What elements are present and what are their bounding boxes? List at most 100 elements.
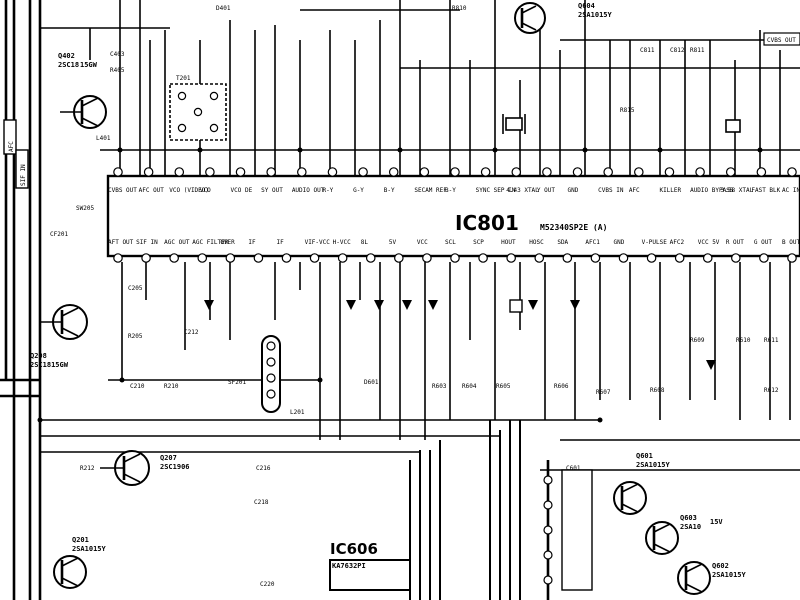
ic801-top-pin-label: VCO (VIDEO)	[169, 187, 209, 194]
r810-ref: R810	[452, 5, 467, 12]
ic801-bottom-pin-label: B OUT	[782, 239, 800, 246]
transistor-q208: Q208 2SC1815GW	[30, 304, 88, 369]
ic801-top-pin	[235, 167, 246, 177]
ic801-top-pin-label: 4.43 XTAL	[506, 187, 539, 194]
ic801-top-pin	[480, 167, 491, 177]
component-labels: C403 R405 D401 R810 C811 C812 R811 R815 …	[50, 5, 779, 588]
ic801-bottom-pin-label: GND	[614, 239, 625, 246]
ic801-top-pin	[358, 167, 368, 177]
ic801-top-pin-label: CVBS IN	[598, 187, 624, 194]
ic801-top-pin	[327, 167, 338, 177]
ic801-top-pin-label: AUDIO BYPASS	[690, 187, 734, 194]
q603-ref: Q603	[680, 514, 697, 522]
c216-ref: C216	[256, 465, 271, 472]
ic801-bottom-pin	[562, 253, 573, 263]
q208-ref: Q208	[30, 352, 47, 360]
ic801-bottom-pin-label: IF	[248, 239, 256, 246]
ic801-bottom-pin-label: HOSC	[529, 239, 544, 246]
ic801-top-pin-label: VCO	[200, 187, 211, 194]
ic801-bottom-pin-label: G OUT	[754, 239, 772, 246]
ic606-name: IC606	[330, 540, 378, 558]
sw205-ref: SW205	[76, 205, 94, 212]
r611-ref: R611	[764, 337, 779, 344]
ic801-top-pin-label: 3.58 XTAL	[721, 187, 754, 194]
r607-ref: R607	[596, 389, 611, 396]
c212-ref: C212	[184, 329, 199, 336]
r205-ref: R205	[128, 333, 143, 340]
ic801-top-pin-label: KILLER	[659, 187, 681, 194]
cvbs-out-label: CVBS OUT	[767, 37, 796, 44]
side-label-sif: SIF IN	[20, 164, 27, 186]
ic801-top-pin	[419, 167, 430, 177]
q208-type: 2SC1815GW	[30, 361, 69, 369]
r610-ref: R610	[736, 337, 751, 344]
transistor-q207: Q207 2SC1906	[100, 450, 190, 486]
ic801-top-pin	[174, 167, 185, 177]
ic801-bottom-pin-label: 5V	[389, 239, 397, 246]
ic801-top-pin-label: VCO DE	[231, 187, 253, 194]
ic801-top-pin	[725, 167, 736, 177]
c210-ref: C210	[130, 383, 145, 390]
transistor-q201: Q201 2SA1015Y	[53, 536, 107, 589]
ic801-bottom-pin-label: SCL	[445, 239, 456, 246]
l201-ref: L201	[290, 409, 305, 416]
ic801-top-pin	[388, 167, 399, 177]
r609-ref: R609	[690, 337, 705, 344]
ic801-bottom-pins	[113, 253, 797, 263]
q603-type: 2SA10	[680, 523, 701, 531]
l401-ref: L401	[96, 135, 111, 142]
ic801-bottom-pin-label: AFC1	[585, 239, 600, 246]
ic801-top-pin-label: SECAM REF	[414, 187, 447, 194]
ic801-top-pin	[572, 167, 583, 177]
ic801-top-pin	[664, 167, 675, 177]
ic801-top-pin	[542, 167, 552, 177]
ic801-bottom-pin	[731, 253, 741, 263]
r605-ref: R605	[496, 383, 511, 390]
ic801-bottom-pin	[422, 253, 432, 263]
ic801-bottom-pin	[197, 253, 208, 263]
ic801-bottom-pin	[394, 253, 404, 263]
ic801-top-pin-label: AFC OUT	[139, 187, 165, 194]
r811-ref: R811	[690, 47, 705, 54]
ic801-top-pins	[113, 167, 797, 177]
q602-ref: Q602	[712, 562, 729, 570]
ic801-bottom-pin-label: VIF-VCC	[305, 239, 331, 246]
junction-dots	[37, 147, 763, 423]
ic801-top-pin-label: Y OUT	[537, 187, 555, 194]
ic801-bottom-pin	[450, 253, 460, 263]
ic801-top-pin	[450, 167, 460, 177]
ic801-bottom-pin-label: 8L	[361, 239, 369, 246]
ic801-top-pin	[634, 167, 644, 177]
ic801-bottom-pin-label: R OUT	[726, 239, 744, 246]
ic801-top-pin-label: GND	[568, 187, 579, 194]
connector-stack	[543, 460, 593, 600]
ic801-bottom-pin-label: V-PULSE	[642, 239, 668, 246]
ic801-top-pin-label: SYNC SEP IN	[476, 187, 516, 194]
left-rails	[0, 0, 42, 600]
ic801-bottom-pin-label: VCC	[417, 239, 428, 246]
ic801-bottom-pin-label: HOUT	[501, 239, 516, 246]
ic801-bottom-pin	[141, 253, 151, 263]
ic801-bottom-pin-label: AFC2	[670, 239, 685, 246]
ic801-top-pin-label: G-Y	[353, 187, 364, 194]
ic801-top-pin-label: FAST BLK	[751, 187, 780, 194]
r210-ref: R210	[164, 383, 179, 390]
top-wires	[40, 0, 800, 180]
q601-ref: Q601	[636, 452, 653, 460]
ic801-name: IC801	[455, 211, 519, 235]
ic801-bottom-pin-label: OVER	[220, 239, 235, 246]
ic801-top-pin	[787, 167, 797, 177]
cvbs-out-terminal: CVBS OUT	[763, 32, 800, 46]
ic801-top-pin	[511, 167, 522, 177]
component-row	[204, 299, 716, 370]
ic801-part: M52340SP2E (A)	[540, 223, 607, 232]
label-15v: 15V	[710, 518, 723, 526]
ic801-top-pin	[756, 167, 767, 177]
c812-ref: C812	[670, 47, 685, 54]
ic801: IC801 M52340SP2E (A)	[106, 174, 800, 258]
ic801-bottom-pin	[309, 253, 320, 263]
ic801-bottom-pin-label: AGC OUT	[164, 239, 190, 246]
ic801-bottom-pin-label: SIF IN	[136, 239, 158, 246]
ic801-top-pin	[297, 167, 307, 177]
